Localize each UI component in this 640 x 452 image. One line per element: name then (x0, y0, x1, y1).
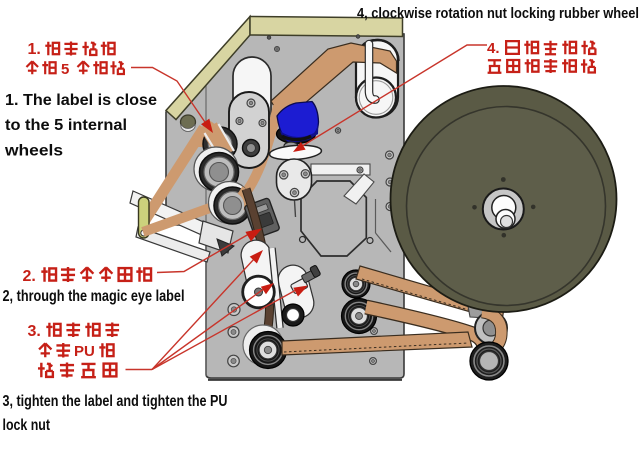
svg-text:lock nut: lock nut (3, 417, 51, 434)
svg-text:5: 5 (61, 61, 69, 78)
svg-text:to the 5 internal: to the 5 internal (5, 117, 127, 134)
svg-text:2.: 2. (23, 268, 36, 285)
svg-text:2, through the magic eye label: 2, through the magic eye label (3, 288, 185, 305)
svg-text:wheels: wheels (4, 143, 63, 160)
svg-text:3, tighten the label and tight: 3, tighten the label and tighten the PU (3, 393, 228, 410)
svg-text:4, clockwise rotation nut lock: 4, clockwise rotation nut locking rubber… (357, 6, 639, 22)
svg-text:3.: 3. (28, 323, 41, 340)
svg-text:1.: 1. (28, 41, 41, 58)
svg-text:1. The label is close: 1. The label is close (5, 92, 157, 109)
svg-text:PU: PU (74, 343, 95, 360)
svg-text:4.: 4. (487, 40, 500, 57)
